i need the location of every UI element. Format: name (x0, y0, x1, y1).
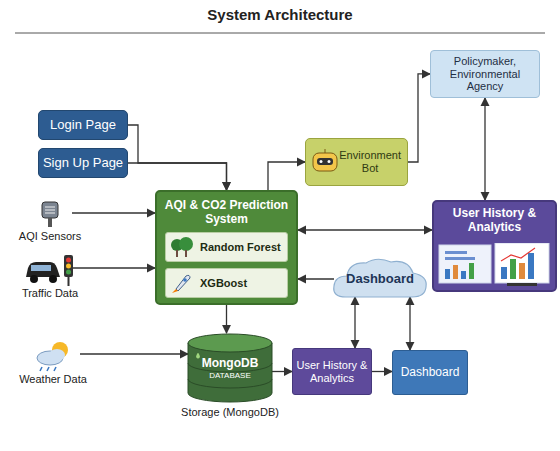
node-label: Dashboard (346, 272, 414, 287)
diagram-title: System Architecture (0, 6, 560, 23)
page-box: Login Page (38, 110, 128, 140)
node-label: DATABASE (209, 371, 251, 380)
source-node: AQI Sensors (10, 198, 90, 244)
node-label: User History & Analytics (296, 359, 368, 384)
title-rule (15, 33, 545, 34)
sensor-icon (33, 200, 67, 230)
weather-icon (30, 339, 76, 373)
page-box: Sign Up Page (38, 148, 128, 178)
analytics-panel: User History & Analytics (432, 200, 557, 292)
node-label: XGBoost (200, 277, 247, 290)
node-label: AQI Sensors (19, 230, 81, 243)
node-label: Environment Bot (339, 149, 401, 174)
connector (272, 371, 292, 372)
model-box: XGBoost (165, 268, 288, 298)
connector (408, 74, 430, 162)
source-node: Traffic Data (5, 250, 95, 302)
model-box: Random Forest (165, 232, 288, 262)
node-label: MongoDB (202, 357, 259, 371)
forest-icon (170, 236, 194, 258)
analytics-box: User History & Analytics (292, 348, 372, 395)
connector (484, 98, 485, 200)
node-label: Login Page (50, 118, 116, 133)
dashboard-cloud: Dashboard (330, 255, 430, 303)
connector (128, 163, 227, 190)
rocket-icon (170, 272, 194, 294)
node-label: Sign Up Page (43, 156, 123, 171)
connector (128, 125, 227, 190)
bot-box: Environment Bot (305, 138, 408, 186)
bot-icon (310, 147, 339, 177)
node-label: Storage (MongoDB) (181, 406, 279, 419)
node-label: Weather Data (19, 373, 87, 386)
connector (354, 297, 355, 348)
node-label: AQI & CO2 Prediction System (157, 199, 296, 227)
system-box: AQI & CO2 Prediction SystemRandom Forest… (155, 190, 298, 305)
connector (268, 162, 305, 190)
connector (409, 297, 410, 350)
connector (65, 267, 155, 268)
connector (72, 212, 155, 213)
connector (80, 353, 188, 354)
node-label: Random Forest (200, 241, 281, 254)
chart-illustration (437, 243, 552, 287)
node-label: Policymaker, Environmental Agency (435, 55, 535, 93)
traffic-icon (22, 253, 78, 287)
connector (298, 229, 432, 230)
dashboard-box: Dashboard (392, 350, 468, 395)
node-label: Dashboard (401, 366, 460, 380)
database-node: MongoDBDATABASE Storage (MongoDB) (180, 333, 280, 431)
connector (298, 278, 334, 279)
node-label: Traffic Data (22, 287, 78, 300)
source-node: Weather Data (8, 336, 98, 388)
node-label: User History & Analytics (438, 207, 551, 235)
connector (372, 371, 392, 372)
connector (226, 305, 227, 333)
stakeholder-box: Policymaker, Environmental Agency (430, 50, 540, 98)
